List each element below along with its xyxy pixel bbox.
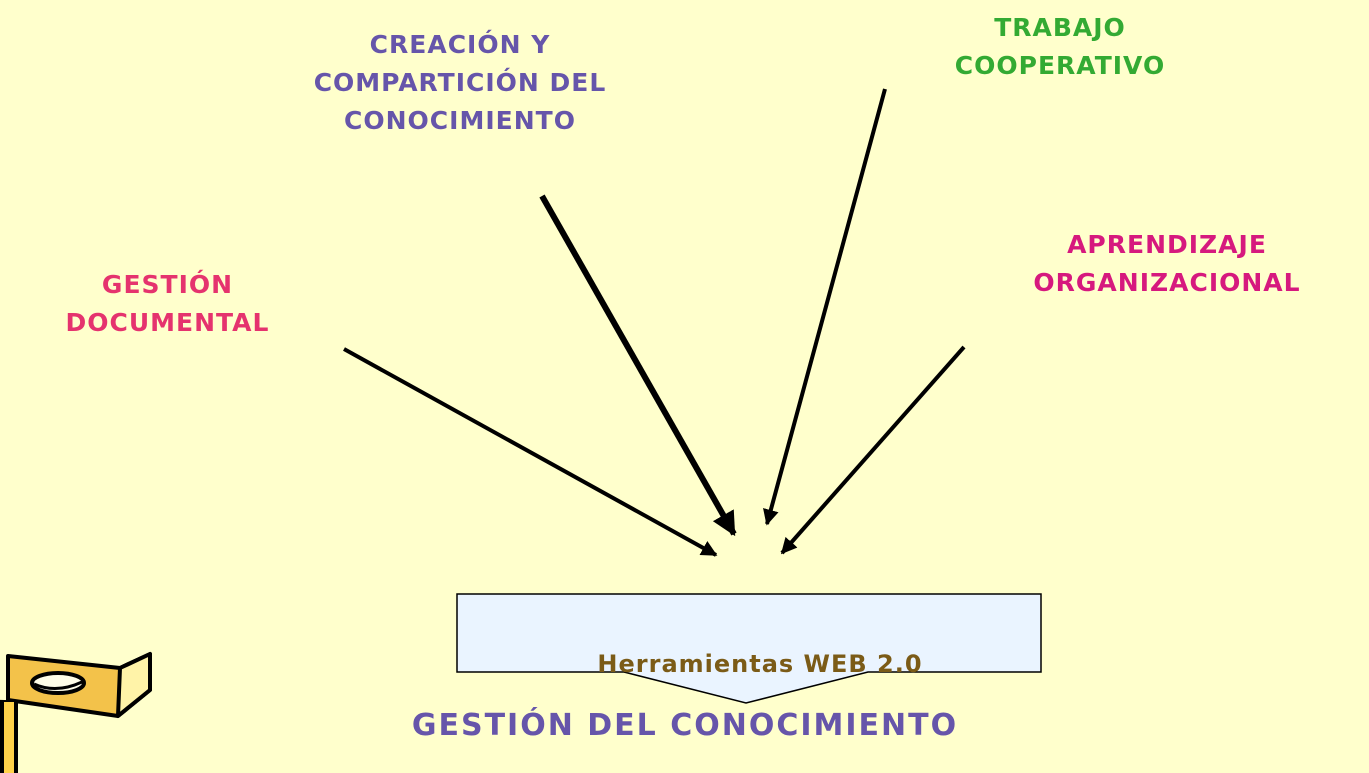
source-label-line: TRABAJO bbox=[994, 13, 1126, 42]
hub-callout-box bbox=[456, 593, 1042, 704]
arrow-creacion bbox=[539, 194, 737, 537]
source-label-line: COOPERATIVO bbox=[954, 51, 1166, 80]
source-label-line: APRENDIZAJE bbox=[1067, 230, 1267, 259]
source-label-creacion: CREACIÓN Y COMPARTICIÓN DEL CONOCIMIENTO bbox=[230, 26, 690, 140]
source-label-line: GESTIÓN bbox=[101, 270, 234, 299]
source-label-gestion-documental: GESTIÓN DOCUMENTAL bbox=[0, 266, 335, 342]
pencil-icon bbox=[0, 652, 152, 773]
arrow-trabajo bbox=[763, 88, 887, 526]
hub-label: Herramientas WEB 2.0 bbox=[597, 650, 923, 678]
source-label-line: DOCUMENTAL bbox=[65, 308, 270, 337]
arrow-aprendizaje bbox=[780, 345, 966, 555]
source-label-line: CONOCIMIENTO bbox=[344, 106, 576, 135]
source-label-line: CREACIÓN Y bbox=[369, 30, 551, 59]
source-label-line: COMPARTICIÓN DEL bbox=[313, 68, 607, 97]
arrow-gestion-documental bbox=[343, 347, 718, 557]
source-label-line: ORGANIZACIONAL bbox=[1033, 268, 1301, 297]
source-label-trabajo: TRABAJO COOPERATIVO bbox=[890, 9, 1230, 85]
result-label: GESTIÓN DEL CONOCIMIENTO bbox=[411, 708, 959, 743]
source-label-aprendizaje: APRENDIZAJE ORGANIZACIONAL bbox=[965, 226, 1369, 302]
